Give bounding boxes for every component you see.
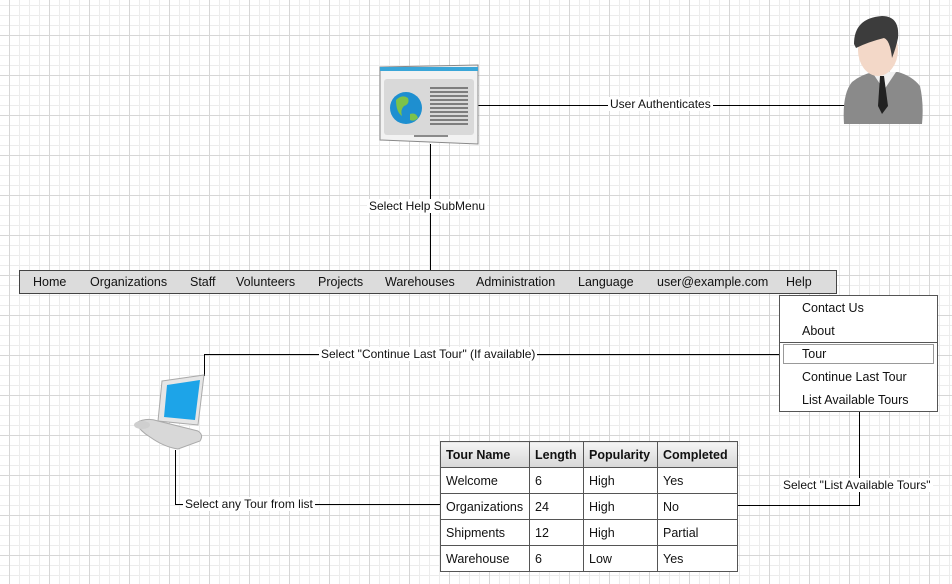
cell-length: 24 [529,493,584,520]
table-row[interactable]: Shipments 12 High Partial [440,519,738,546]
connector-dropdown-table-vertical [859,411,860,505]
dropdown-item-continue-last-tour[interactable]: Continue Last Tour [802,370,907,384]
available-tours-table: Tour Name Length Popularity Completed We… [440,441,738,572]
computer-icon [132,373,208,451]
label-user-authenticates: User Authenticates [608,97,713,111]
user-avatar-icon [842,14,924,126]
browser-window-icon [378,64,480,146]
table-header-row: Tour Name Length Popularity Completed [440,441,738,468]
menu-item-administration[interactable]: Administration [476,275,556,289]
menu-item-staff[interactable]: Staff [190,275,216,289]
cell-length: 12 [529,519,584,546]
dropdown-item-contact-us[interactable]: Contact Us [802,301,864,315]
menu-item-projects[interactable]: Projects [318,275,364,289]
cell-popularity: Low [583,545,658,572]
connector-dropdown-table [737,505,860,506]
cell-popularity: High [583,493,658,520]
table-row[interactable]: Organizations 24 High No [440,493,738,520]
menu-item-home[interactable]: Home [33,275,67,289]
label-continue-last-tour: Select "Continue Last Tour" (If availabl… [319,347,538,361]
cell-completed: Yes [657,467,738,494]
cell-tour-name: Warehouse [440,545,530,572]
column-header-length: Length [529,441,584,468]
menu-item-help[interactable]: Help [786,275,812,289]
menu-item-volunteers[interactable]: Volunteers [236,275,296,289]
menu-separator [780,342,937,343]
selected-item-highlight [783,344,934,364]
cell-popularity: High [583,519,658,546]
label-select-help-submenu: Select Help SubMenu [367,199,488,213]
help-dropdown-menu: Contact Us About Tour Continue Last Tour… [779,295,938,412]
cell-completed: Yes [657,545,738,572]
menu-item-warehouses[interactable]: Warehouses [385,275,455,289]
menu-item-user[interactable]: user@example.com [657,275,769,289]
menu-item-organizations[interactable]: Organizations [90,275,168,289]
label-select-any-tour: Select any Tour from list [183,497,315,511]
column-header-completed: Completed [657,441,738,468]
cell-tour-name: Organizations [440,493,530,520]
main-menubar: Home Organizations Staff Volunteers Proj… [19,270,837,294]
cell-length: 6 [529,467,584,494]
cell-completed: No [657,493,738,520]
cell-tour-name: Welcome [440,467,530,494]
column-header-tour-name: Tour Name [440,441,530,468]
cell-completed: Partial [657,519,738,546]
dropdown-item-list-available-tours[interactable]: List Available Tours [802,393,909,407]
cell-tour-name: Shipments [440,519,530,546]
connector-computer-table-vertical [175,450,176,504]
menu-item-language[interactable]: Language [578,275,634,289]
connector-tour-computer-vertical [204,354,205,376]
dropdown-item-about[interactable]: About [802,324,835,338]
table-row[interactable]: Warehouse 6 Low Yes [440,545,738,572]
table-row[interactable]: Welcome 6 High Yes [440,467,738,494]
label-list-available-tours: Select "List Available Tours" [781,478,933,492]
cell-length: 6 [529,545,584,572]
cell-popularity: High [583,467,658,494]
dropdown-item-tour[interactable]: Tour [802,347,827,361]
column-header-popularity: Popularity [583,441,658,468]
